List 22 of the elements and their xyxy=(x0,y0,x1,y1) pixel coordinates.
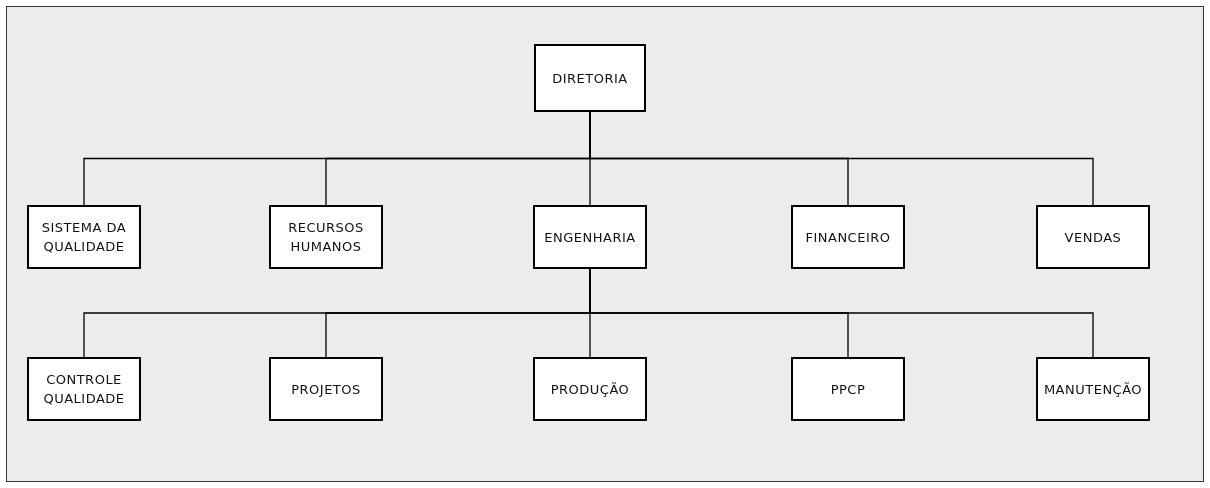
org-box xyxy=(269,205,383,269)
box-label: MANUTENÇÃO xyxy=(1042,380,1144,399)
box-label: VENDAS xyxy=(1063,228,1123,247)
box-label: SISTEMA DA QUALIDADE xyxy=(40,219,128,256)
box-label: FINANCEIRO xyxy=(804,228,892,247)
box-label: ENGENHARIA xyxy=(543,228,637,247)
org-box xyxy=(27,357,141,421)
org-box xyxy=(27,205,141,269)
org-box xyxy=(791,205,905,269)
org-box xyxy=(269,357,383,421)
box-label: CONTROLE QUALIDADE xyxy=(42,371,126,408)
box-label: RECURSOS HUMANOS xyxy=(287,219,365,256)
box-label: PPCP xyxy=(829,380,867,399)
box-label: PRODUÇÃO xyxy=(549,380,631,399)
box-label: PROJETOS xyxy=(290,380,362,399)
org-box xyxy=(1036,205,1150,269)
org-box xyxy=(791,357,905,421)
org-box xyxy=(533,205,647,269)
org-box xyxy=(533,357,647,421)
org-box xyxy=(534,44,646,112)
org-box xyxy=(1036,357,1150,421)
box-label: DIRETORIA xyxy=(551,69,629,88)
